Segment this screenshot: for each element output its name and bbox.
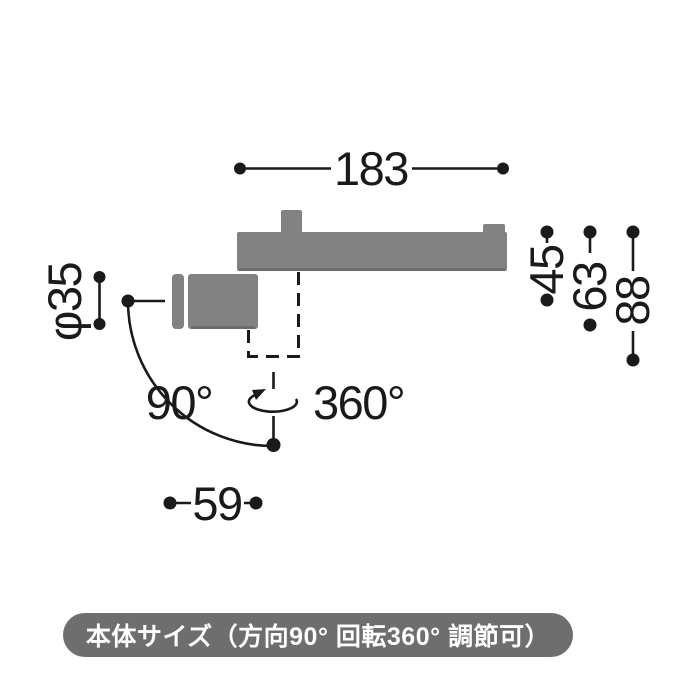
rotation-angle-label: 360° [313,376,404,429]
dim-head-diameter: φ35 [38,263,106,342]
dim-track-length: 183 [234,142,509,195]
dim-endpoint-dot [234,162,246,175]
dim-endpoint-dot [163,496,177,510]
rotation-arrow-head [252,389,266,400]
track-tab-left [281,210,302,236]
dim-label-height-45: 45 [520,245,573,295]
caption-pill: 本体サイズ（方向90° 回転360° 調節可） [63,613,573,657]
dim-height-to-body: 45 [520,225,573,307]
dim-label-head-diameter: φ35 [38,263,91,342]
track-body [237,232,507,271]
rotation-arrow-icon [247,389,299,413]
tilt-arc [126,300,274,448]
tilt-angle-label: 90° [146,376,213,429]
dim-label-height-88: 88 [606,276,659,326]
dim-endpoint-dot [497,162,509,175]
caption-text: 本体サイズ（方向90° 回転360° 調節可） [85,623,551,651]
rotation-axis-dot [266,438,281,452]
tilt-annotation: 90° [121,294,274,448]
rotation-arrow-ellipse [247,393,299,413]
dim-endpoint-dot [249,496,263,510]
spot-lens-ring [172,274,184,329]
dim-label-head-depth: 59 [192,477,241,530]
rotated-position-outline [247,272,300,358]
rotation-annotation: 360° [247,372,406,452]
dim-height-total: 88 [606,225,659,367]
dim-height-to-head: 63 [563,225,616,332]
dim-label-height-63: 63 [563,262,616,312]
spot-head [188,274,258,329]
fixture-silhouette [172,210,507,329]
dim-label-track-length: 183 [334,142,408,195]
dim-head-depth: 59 [163,477,263,530]
